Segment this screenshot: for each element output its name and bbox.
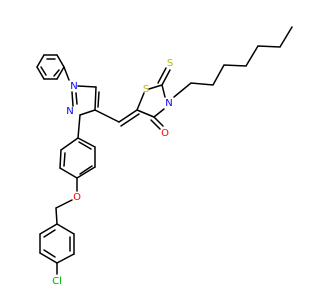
bond-ch2-benzyl	[55, 207, 58, 225]
atom-n-ring: N	[165, 98, 172, 109]
bond-exocyclic-double-1	[118, 109, 138, 123]
atom-s-thione: S	[167, 58, 173, 69]
atom-n-pyrazole-2: N	[66, 106, 73, 117]
atom-o-ether: O	[73, 192, 81, 203]
molecule-diagram: N N S S N O O Cl	[36, 26, 293, 287]
bond-pyrazole-aryl	[77, 114, 81, 139]
bond-ether-o-ch2	[55, 199, 73, 209]
bond-exocyclic-double-2	[120, 113, 140, 127]
atom-n-pyrazole-1: N	[70, 81, 77, 92]
atom-s-ring: S	[143, 84, 149, 95]
atom-cl: Cl	[52, 276, 62, 287]
thiazolidinone-ring	[136, 84, 166, 118]
octyl-chain	[173, 26, 293, 98]
bond-thione-2	[157, 67, 167, 84]
bond-carbonyl-2	[150, 119, 161, 130]
phenyl-ring-top	[36, 54, 65, 80]
phenylene-ring	[59, 137, 96, 179]
bond-thione-1	[161, 69, 171, 86]
pyrazole-ring	[71, 85, 100, 116]
bond-pyrazole-methine	[94, 109, 120, 123]
chlorophenyl-ring	[39, 223, 75, 264]
bond-phenyl-n1	[63, 66, 70, 81]
atom-o-carbonyl: O	[161, 128, 169, 139]
bond-carbonyl-1	[153, 116, 164, 127]
